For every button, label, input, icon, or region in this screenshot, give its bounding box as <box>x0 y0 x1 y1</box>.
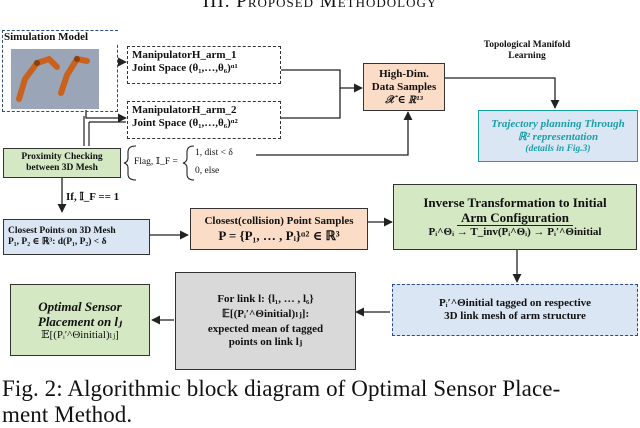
inverse-transformation-box: Inverse Transformation to Initial Arm Co… <box>393 184 637 250</box>
arm2-joint-space: Joint Space (θ₁,…,θ₆)ᵅ² <box>132 117 238 129</box>
robot-render-image <box>11 49 99 109</box>
inverse-line3: Pᵢ^Θᵢ → T_inv(Pᵢ^Θᵢ) → Pᵢ′^Θinitial <box>428 226 602 238</box>
topo-line2: Learning <box>508 51 546 61</box>
caption-line1: Fig. 2: Algorithmic block diagram of Opt… <box>2 376 561 401</box>
optimal-line2: Placement on lⱼ <box>37 313 123 329</box>
optimal-line1: Optimal Sensor <box>38 298 122 314</box>
traj-line2: ℝ² representation <box>517 130 599 143</box>
arm1-joint-space: Joint Space (θ₁,…,θ₆)ᵅ¹ <box>132 62 238 74</box>
tagged-line2: 3D link mesh of arm structure <box>444 310 586 322</box>
flag-label: Flag, 𝕀_F = <box>134 157 178 167</box>
samples-line1: Closest(collision) Point Samples <box>204 215 354 227</box>
forlink-line2: 𝔼[(Pᵢ′^Θinitial)ₗⱼ]: <box>221 308 310 320</box>
simulation-model-label: Simulation Model <box>3 31 118 44</box>
flag-case-2: 0, else <box>195 166 220 176</box>
traj-line3: (details in Fig.3) <box>525 143 591 154</box>
proximity-line1: Proximity Checking <box>21 152 103 162</box>
tagged-line1: Pᵢ′^Θinitial tagged on respective <box>438 297 592 309</box>
arm1-name: ManipulatorH_arm_1 <box>132 49 237 61</box>
simulation-model-panel: Simulation Model <box>2 30 118 112</box>
caption-line2: ment Method. <box>2 402 133 427</box>
highdim-line2: Data Samples <box>371 80 437 93</box>
inverse-line1: Inverse Transformation to Initial <box>423 195 607 210</box>
forlink-line3: expected mean of tagged <box>207 323 324 335</box>
optimal-line3: 𝔼[(Pᵢ′^Θinitial)ₗⱼ] <box>41 328 119 341</box>
arm2-joint-space-box: ManipulatorH_arm_2 Joint Space (θ₁,…,θ₆)… <box>127 101 281 139</box>
for-link-expected-mean-box: For link l: {l₁, … , l₆} 𝔼[(Pᵢ′^Θinitial… <box>175 272 356 370</box>
forlink-line1: For link l: {l₁, … , l₆} <box>217 293 314 305</box>
if-condition-label: If, 𝕀_F == 1 <box>66 191 120 203</box>
closest-line1: Closest Points on 3D Mesh <box>8 226 116 236</box>
arm1-joint-space-box: ManipulatorH_arm_1 Joint Space (θ₁,…,θ₆)… <box>127 46 281 84</box>
closest-points-box: Closest Points on 3D Mesh P₁, P₂ ∈ ℝ³: d… <box>3 219 150 255</box>
traj-line1: Trajectory planning Through <box>491 117 625 130</box>
closest-line2: P₁, P₂ ∈ ℝ³: d(P₁, P₂) < δ <box>8 237 107 247</box>
topological-manifold-label: Topological Manifold Learning <box>462 40 592 62</box>
flag-case-1: 1, dist < δ <box>195 148 233 158</box>
section-heading: III. Proposed Methodology <box>202 0 438 12</box>
high-dim-data-samples-box: High-Dim. Data Samples 𝒳 ∈ ℝ¹³ <box>363 63 445 111</box>
inverse-line2: Arm Configuration <box>457 210 573 226</box>
topo-line1: Topological Manifold <box>483 40 571 50</box>
highdim-line1: High-Dim. <box>379 67 429 80</box>
tagged-link-mesh-box: Pᵢ′^Θinitial tagged on respective 3D lin… <box>392 284 638 336</box>
optimal-sensor-placement-box: Optimal Sensor Placement on lⱼ 𝔼[(Pᵢ′^Θi… <box>10 284 150 356</box>
forlink-line4: points on link lⱼ <box>228 336 303 348</box>
highdim-line3: 𝒳 ∈ ℝ¹³ <box>385 93 423 106</box>
arm2-name: ManipulatorH_arm_2 <box>132 104 237 116</box>
collision-point-samples-box: Closest(collision) Point Samples P = {P₁… <box>190 208 368 250</box>
samples-line2: P = {P₁, … , Pᵢ}ᵅ² ∈ ℝ³ <box>218 228 340 243</box>
proximity-line2: between 3D Mesh <box>26 163 98 173</box>
proximity-checking-box: Proximity Checking between 3D Mesh <box>3 148 121 178</box>
figure-caption: Fig. 2: Algorithmic block diagram of Opt… <box>2 376 638 428</box>
robot-arms-icon <box>16 55 90 102</box>
trajectory-planning-box: Trajectory planning Through ℝ² represent… <box>478 110 638 162</box>
